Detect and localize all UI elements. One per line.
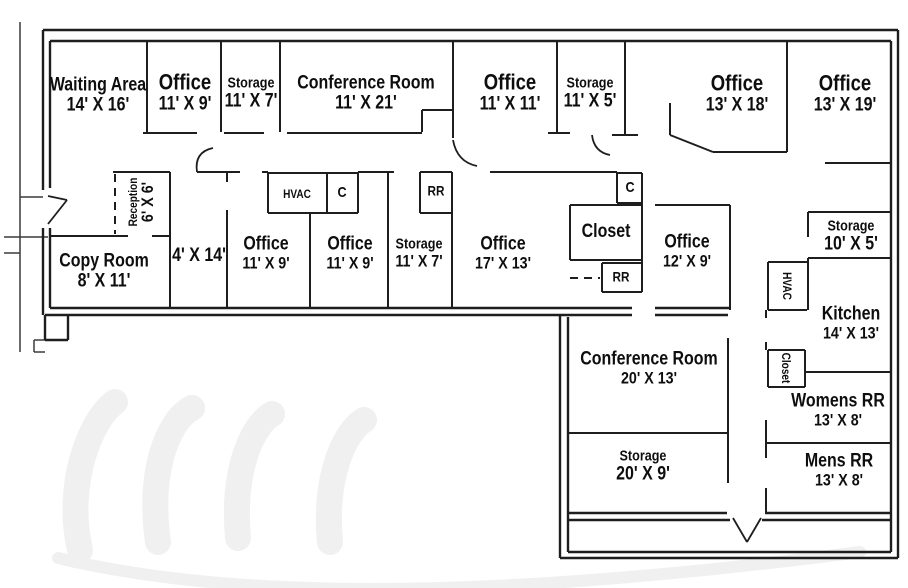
room-name: Kitchen	[821, 303, 881, 325]
utility-label-hvac-main: HVAC	[280, 186, 313, 201]
room-dims: 20' X 13'	[620, 368, 678, 388]
exterior-walls	[41, 28, 900, 560]
utility-name: RR	[427, 182, 445, 199]
room-dims: 13' X 18'	[705, 94, 769, 116]
room-dims: 13' X 19'	[813, 94, 877, 116]
room-dims: 11' X 7'	[224, 89, 278, 111]
room-dims: 17' X 13'	[474, 253, 532, 273]
utility-label-restroom-rr-main: RR	[426, 184, 446, 199]
utility-name: C	[337, 184, 347, 202]
utility-label-closet-c-east: C	[625, 180, 636, 196]
room-name: Womens RR	[791, 390, 885, 412]
utility-name: HVAC	[780, 272, 795, 300]
room-name: Office	[327, 233, 373, 255]
utility-name: RR	[612, 268, 630, 285]
room-name: Mens RR	[804, 450, 874, 472]
room-name: Waiting Area	[49, 74, 147, 96]
utility-label-closet-c-main: C	[337, 185, 348, 201]
room-name: Conference Room	[580, 348, 718, 370]
room-dims: 10' X 5'	[824, 232, 878, 254]
room-dims: 13' X 8'	[814, 470, 864, 490]
room-name: Closet	[581, 221, 631, 243]
site-lines	[4, 22, 48, 353]
room-name: Office	[483, 69, 537, 95]
room-name: Office	[480, 233, 526, 255]
door-swings	[47, 134, 762, 543]
room-dims: 14' X 16'	[66, 94, 130, 115]
room-name: Storage	[566, 74, 614, 92]
room-dims: 13' X 8'	[813, 410, 863, 430]
utility-name: HVAC	[283, 186, 311, 201]
room-dims: 14' X 13'	[822, 323, 880, 343]
utility-label-hvac-wing: HVAC	[780, 269, 795, 302]
utility-label-restroom-rr-east: RR	[611, 270, 631, 285]
room-name: Office	[710, 70, 764, 96]
room-name: Storage	[395, 235, 443, 253]
room-name: Storage	[619, 447, 667, 465]
room-name: Office	[818, 70, 872, 96]
room-label-hallway-4x14: 4' X 14'	[167, 246, 231, 266]
room-name: Storage	[827, 217, 875, 235]
room-dims: 12' X 9'	[662, 251, 712, 271]
room-name: Conference Room	[297, 72, 435, 94]
interior-walls	[50, 41, 891, 513]
room-name: Office	[158, 69, 212, 95]
room-name: Office	[664, 231, 710, 253]
room-name: Office	[243, 233, 289, 255]
room-dims: 11' X 7'	[395, 250, 443, 270]
room-name: Copy Room	[59, 250, 149, 272]
room-dims: 11' X 21'	[335, 92, 397, 113]
room-dims: 20' X 9'	[616, 462, 670, 484]
room-dims: 11' X 5'	[563, 89, 617, 111]
dashed-partitions	[114, 174, 600, 279]
room-dims: 11' X 9'	[158, 93, 212, 115]
utility-label-closet-wing: Closet	[779, 350, 794, 387]
room-dims: 8' X 11'	[77, 270, 131, 291]
watermark	[52, 389, 866, 588]
room-dims: 11' X 11'	[479, 93, 541, 115]
utility-name: Closet	[779, 352, 794, 384]
room-dims: 4' X 14'	[172, 245, 226, 267]
room-dims: 11' X 9'	[242, 253, 290, 273]
room-dims: 11' X 9'	[326, 253, 374, 273]
room-label-closet: Closet	[577, 222, 635, 242]
room-dims: 6' X 6'	[138, 181, 158, 223]
utility-name: C	[625, 179, 635, 197]
room-name: Storage	[227, 74, 275, 92]
